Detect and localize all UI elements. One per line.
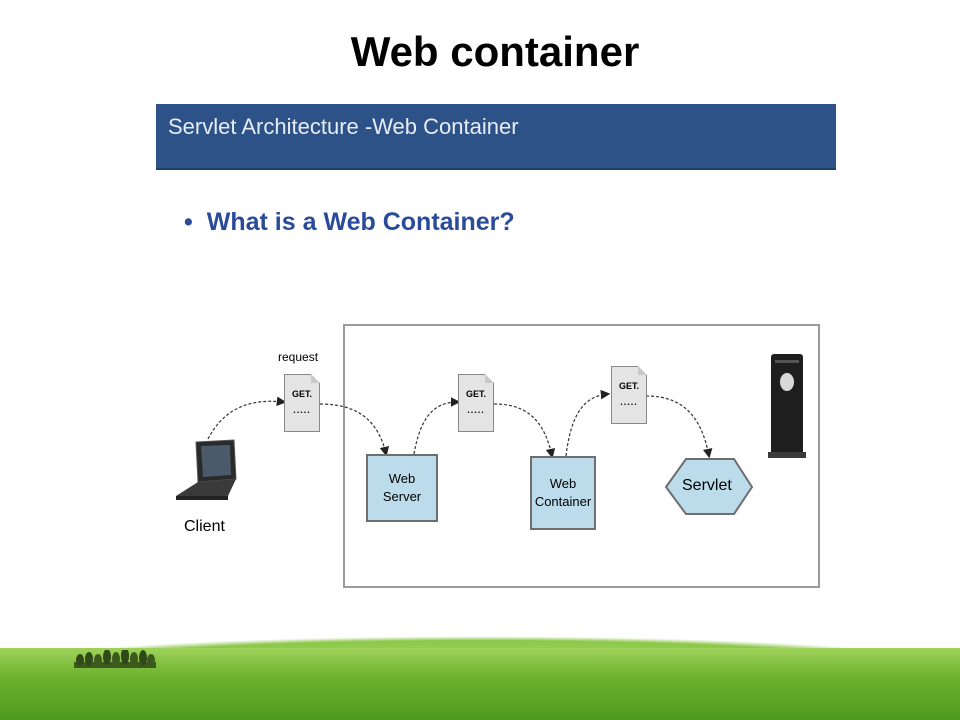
bullet-question: • What is a Web Container? <box>184 208 515 237</box>
servlet-label: Servlet <box>682 477 732 494</box>
embedded-screenshot: Servlet Architecture -Web Container • Wha… <box>156 104 836 600</box>
banner-text: Servlet Architecture -Web Container <box>168 114 519 139</box>
server-tower-icon <box>768 354 806 458</box>
arrow-webcontainer-to-doc3 <box>565 389 611 457</box>
grass-field <box>0 648 960 720</box>
laptop-icon <box>176 439 237 500</box>
request-label: request <box>278 350 319 364</box>
bullet-dot-icon: • <box>184 208 193 236</box>
web-server-line2: Server <box>382 489 422 504</box>
arrow-doc2-to-webcontainer <box>493 403 556 459</box>
request-document-2: GET. ..... <box>458 374 494 432</box>
arrows <box>176 354 806 515</box>
tree-line-icon <box>74 650 156 668</box>
client-label: Client <box>184 518 225 535</box>
arrow-request-to-webserver <box>319 403 390 457</box>
screenshot-banner: Servlet Architecture -Web Container <box>156 104 836 170</box>
request-document-1: GET. ..... <box>284 374 320 432</box>
doc-text-line1: GET. <box>618 381 639 391</box>
web-container-line1: Web <box>549 476 577 491</box>
web-container-line2: Container <box>534 494 592 509</box>
arrow-client-to-request <box>207 396 287 440</box>
web-server-line1: Web <box>388 471 416 486</box>
doc-text-line2: ..... <box>620 397 638 407</box>
request-document-3: GET. ..... <box>611 366 647 424</box>
doc-text-line1: GET. <box>291 389 312 399</box>
bullet-text: What is a Web Container? <box>206 208 515 236</box>
servlet-hexagon <box>664 458 754 515</box>
doc-text-line1: GET. <box>465 389 486 399</box>
arrow-webserver-to-doc2 <box>413 397 461 455</box>
doc-text-line2: ..... <box>467 405 485 415</box>
doc-text-line2: ..... <box>293 405 311 415</box>
slide-title: Web container <box>350 28 640 75</box>
arrow-doc3-to-servlet <box>645 395 713 459</box>
